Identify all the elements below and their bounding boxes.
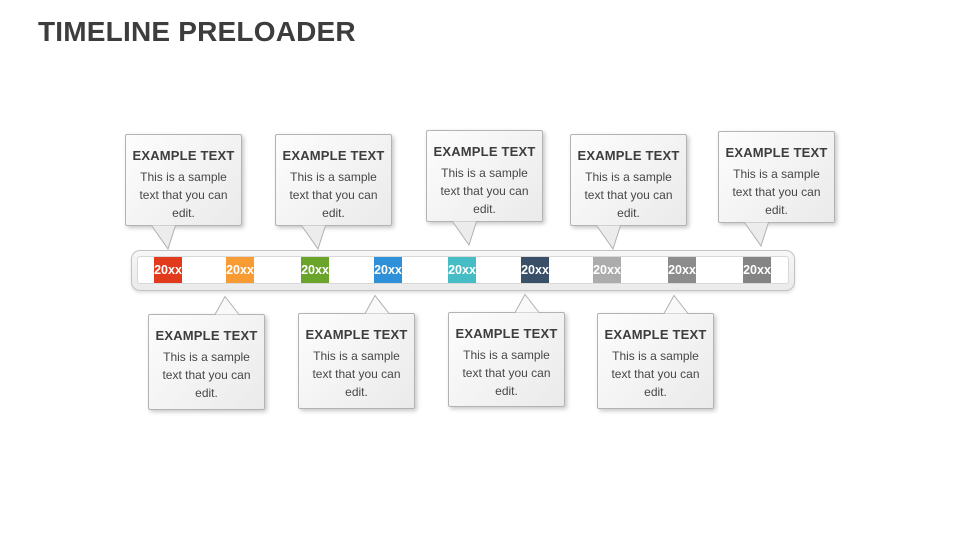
callout-title: EXAMPLE TEXT (725, 145, 828, 160)
callout-below-2[interactable]: EXAMPLE TEXT This is a sample text that … (298, 294, 415, 409)
callout-above-4[interactable]: EXAMPLE TEXT This is a sample text that … (570, 134, 687, 250)
callout-box: EXAMPLE TEXT This is a sample text that … (298, 313, 415, 409)
callout-title: EXAMPLE TEXT (455, 326, 558, 341)
callout-box: EXAMPLE TEXT This is a sample text that … (570, 134, 687, 226)
callout-title: EXAMPLE TEXT (282, 148, 385, 163)
callout-below-1[interactable]: EXAMPLE TEXT This is a sample text that … (148, 295, 265, 410)
callout-box: EXAMPLE TEXT This is a sample text that … (275, 134, 392, 226)
callout-above-1[interactable]: EXAMPLE TEXT This is a sample text that … (125, 134, 242, 250)
page-title[interactable]: TIMELINE PRELOADER (38, 16, 356, 47)
callout-title: EXAMPLE TEXT (604, 327, 707, 342)
callout-box: EXAMPLE TEXT This is a sample text that … (125, 134, 242, 226)
callout-tail-down-icon (151, 225, 176, 250)
callout-title: EXAMPLE TEXT (305, 327, 408, 342)
callout-box: EXAMPLE TEXT This is a sample text that … (448, 312, 565, 407)
callout-box: EXAMPLE TEXT This is a sample text that … (426, 130, 543, 222)
callout-body: This is a sample text that you can edit. (162, 350, 251, 400)
callout-title: EXAMPLE TEXT (132, 148, 235, 163)
callout-above-2[interactable]: EXAMPLE TEXT This is a sample text that … (275, 134, 392, 250)
callout-title: EXAMPLE TEXT (155, 328, 258, 343)
callout-tail-up-icon (514, 293, 540, 313)
timeline-marker-6[interactable]: 20xx (521, 257, 549, 283)
callout-body: This is a sample text that you can edit. (440, 166, 529, 216)
callout-title: EXAMPLE TEXT (577, 148, 680, 163)
callout-body: This is a sample text that you can edit. (611, 349, 700, 399)
callout-tail-up-icon (663, 294, 689, 314)
timeline-marker-8[interactable]: 20xx (668, 257, 696, 283)
timeline-bar: 20xx 20xx 20xx 20xx 20xx 20xx 20xx 20xx … (131, 250, 795, 291)
callout-body: This is a sample text that you can edit. (462, 348, 551, 398)
callout-body: This is a sample text that you can edit. (289, 170, 378, 220)
callout-body: This is a sample text that you can edit. (732, 167, 821, 217)
timeline-marker-2[interactable]: 20xx (226, 257, 254, 283)
timeline-marker-9[interactable]: 20xx (743, 257, 771, 283)
callout-body: This is a sample text that you can edit. (312, 349, 401, 399)
callout-tail-down-icon (744, 222, 769, 247)
callout-above-5[interactable]: EXAMPLE TEXT This is a sample text that … (718, 131, 835, 247)
callout-above-3[interactable]: EXAMPLE TEXT This is a sample text that … (426, 130, 543, 246)
timeline-marker-3[interactable]: 20xx (301, 257, 329, 283)
callout-body: This is a sample text that you can edit. (139, 170, 228, 220)
callout-tail-up-icon (364, 294, 390, 314)
callout-title: EXAMPLE TEXT (433, 144, 536, 159)
timeline-marker-4[interactable]: 20xx (374, 257, 402, 283)
timeline-marker-7[interactable]: 20xx (593, 257, 621, 283)
callout-body: This is a sample text that you can edit. (584, 170, 673, 220)
callout-tail-up-icon (214, 295, 240, 315)
callout-box: EXAMPLE TEXT This is a sample text that … (597, 313, 714, 409)
callout-tail-down-icon (452, 221, 477, 246)
timeline-marker-1[interactable]: 20xx (154, 257, 182, 283)
callout-tail-down-icon (596, 225, 621, 250)
callout-box: EXAMPLE TEXT This is a sample text that … (148, 314, 265, 410)
callout-tail-down-icon (301, 225, 326, 250)
timeline-marker-5[interactable]: 20xx (448, 257, 476, 283)
callout-box: EXAMPLE TEXT This is a sample text that … (718, 131, 835, 223)
callout-below-4[interactable]: EXAMPLE TEXT This is a sample text that … (597, 294, 714, 409)
callout-below-3[interactable]: EXAMPLE TEXT This is a sample text that … (448, 293, 565, 407)
